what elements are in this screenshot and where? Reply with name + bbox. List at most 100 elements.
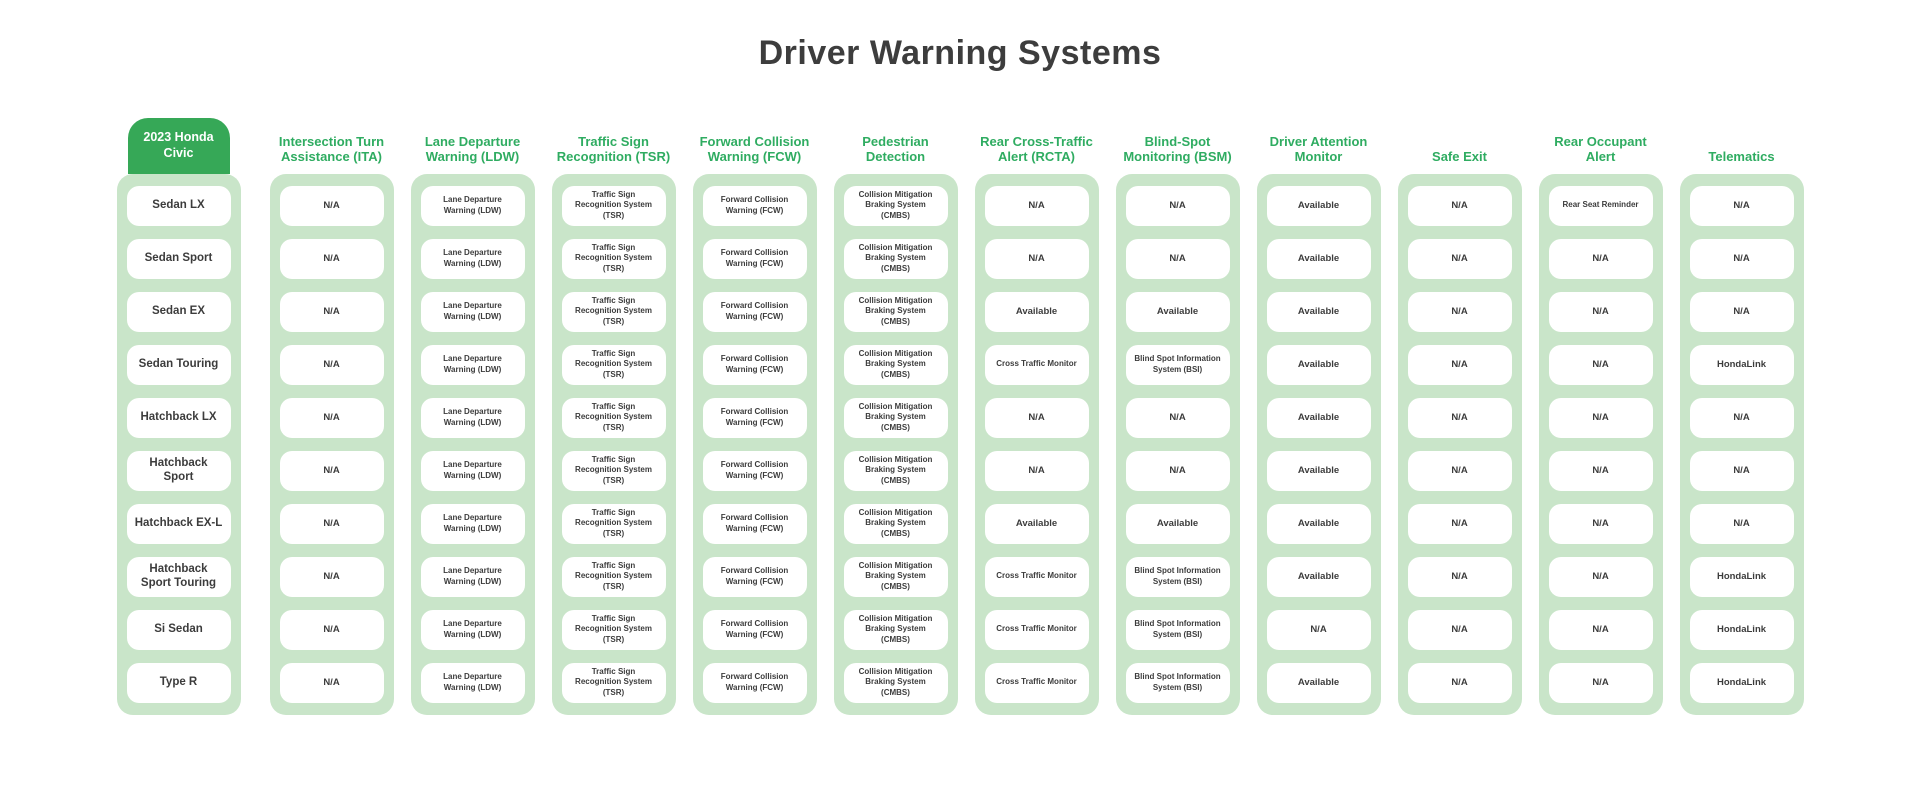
feature-cell-telematics-row-4: N/A [1689,397,1794,438]
feature-cell-traffic-sign-recognition-tsr-row-6: Traffic Sign Recognition System (TSR) [561,503,666,544]
feature-cell-traffic-sign-recognition-tsr-row-9: Traffic Sign Recognition System (TSR) [561,662,666,703]
column-header-driver-attention-monitor: Driver Attention Monitor [1269,134,1368,165]
feature-cell-rear-cross-traffic-alert-rcta-row-5: N/A [984,450,1089,491]
feature-cell-blind-spot-monitoring-bsm-row-3: Blind Spot Information System (BSI) [1125,344,1230,385]
feature-cell-telematics-row-9: HondaLink [1689,662,1794,703]
feature-cell-blind-spot-monitoring-bsm-row-7: Blind Spot Information System (BSI) [1125,556,1230,597]
feature-cell-driver-attention-monitor-row-2: Available [1266,291,1371,332]
trim-cell-hatchback-sport-touring: Hatchback Sport Touring [126,556,231,597]
feature-cell-rear-occupant-alert-row-7: N/A [1548,556,1653,597]
feature-cell-driver-attention-monitor-row-0: Available [1266,185,1371,226]
feature-cell-blind-spot-monitoring-bsm-row-8: Blind Spot Information System (BSI) [1125,609,1230,650]
trim-cell-sedan-sport: Sedan Sport [126,238,231,279]
column-header-traffic-sign-recognition-tsr: Traffic Sign Recognition (TSR) [556,134,671,165]
column-header-telematics: Telematics [1708,149,1775,165]
feature-cell-rear-cross-traffic-alert-rcta-row-3: Cross Traffic Monitor [984,344,1089,385]
feature-cell-pedestrian-detection-row-5: Collision Mitigation Braking System (CMB… [843,450,948,491]
trim-cell-si-sedan: Si Sedan [126,609,231,650]
feature-cell-rear-cross-traffic-alert-rcta-row-6: Available [984,503,1089,544]
feature-cell-intersection-turn-assistance-ita-row-7: N/A [279,556,384,597]
column-body-lane-departure-warning-ldw: Lane Departure Warning (LDW) Lane Departu… [410,173,535,715]
feature-column-rear-cross-traffic-alert-rcta: Rear Cross-Traffic Alert (RCTA) N/A N/A Ava… [974,96,1099,715]
feature-cell-rear-occupant-alert-row-9: N/A [1548,662,1653,703]
feature-cell-blind-spot-monitoring-bsm-row-6: Available [1125,503,1230,544]
feature-cell-rear-cross-traffic-alert-rcta-row-7: Cross Traffic Monitor [984,556,1089,597]
feature-cell-rear-cross-traffic-alert-rcta-row-0: N/A [984,185,1089,226]
feature-cell-driver-attention-monitor-row-7: Available [1266,556,1371,597]
column-header-forward-collision-warning-fcw: Forward Collision Warning (FCW) [699,134,810,165]
feature-cell-telematics-row-5: N/A [1689,450,1794,491]
feature-cell-traffic-sign-recognition-tsr-row-2: Traffic Sign Recognition System (TSR) [561,291,666,332]
feature-cell-forward-collision-warning-fcw-row-2: Forward Collision Warning (FCW) [702,291,807,332]
feature-cell-driver-attention-monitor-row-3: Available [1266,344,1371,385]
feature-cell-pedestrian-detection-row-3: Collision Mitigation Braking System (CMB… [843,344,948,385]
column-header-pedestrian-detection: Pedestrian Detection [862,134,929,165]
feature-cell-telematics-row-8: HondaLink [1689,609,1794,650]
feature-cell-lane-departure-warning-ldw-row-7: Lane Departure Warning (LDW) [420,556,525,597]
feature-cell-rear-occupant-alert-row-0: Rear Seat Reminder [1548,185,1653,226]
feature-cell-safe-exit-row-9: N/A [1407,662,1512,703]
feature-cell-telematics-row-1: N/A [1689,238,1794,279]
trim-cell-sedan-touring: Sedan Touring [126,344,231,385]
feature-cell-intersection-turn-assistance-ita-row-4: N/A [279,397,384,438]
feature-cell-rear-occupant-alert-row-4: N/A [1548,397,1653,438]
feature-cell-forward-collision-warning-fcw-row-6: Forward Collision Warning (FCW) [702,503,807,544]
feature-cell-safe-exit-row-2: N/A [1407,291,1512,332]
feature-cell-telematics-row-7: HondaLink [1689,556,1794,597]
column-header-intersection-turn-assistance-ita: Intersection Turn Assistance (ITA) [278,134,385,165]
feature-cell-pedestrian-detection-row-6: Collision Mitigation Braking System (CMB… [843,503,948,544]
feature-cell-lane-departure-warning-ldw-row-8: Lane Departure Warning (LDW) [420,609,525,650]
trim-cell-hatchback-lx: Hatchback LX [126,397,231,438]
feature-cell-forward-collision-warning-fcw-row-9: Forward Collision Warning (FCW) [702,662,807,703]
feature-cell-rear-occupant-alert-row-8: N/A [1548,609,1653,650]
feature-cell-safe-exit-row-7: N/A [1407,556,1512,597]
column-body-forward-collision-warning-fcw: Forward Collision Warning (FCW) Forward C… [692,173,817,715]
feature-cell-pedestrian-detection-row-9: Collision Mitigation Braking System (CMB… [843,662,948,703]
feature-cell-safe-exit-row-0: N/A [1407,185,1512,226]
feature-cell-lane-departure-warning-ldw-row-4: Lane Departure Warning (LDW) [420,397,525,438]
feature-cell-driver-attention-monitor-row-5: Available [1266,450,1371,491]
feature-cell-rear-occupant-alert-row-5: N/A [1548,450,1653,491]
feature-cell-pedestrian-detection-row-0: Collision Mitigation Braking System (CMB… [843,185,948,226]
column-body-traffic-sign-recognition-tsr: Traffic Sign Recognition System (TSR) Tra… [551,173,676,715]
feature-cell-driver-attention-monitor-row-9: Available [1266,662,1371,703]
feature-cell-rear-occupant-alert-row-2: N/A [1548,291,1653,332]
column-header-rear-cross-traffic-alert-rcta: Rear Cross-Traffic Alert (RCTA) [980,134,1093,165]
feature-cell-traffic-sign-recognition-tsr-row-4: Traffic Sign Recognition System (TSR) [561,397,666,438]
column-header-rear-occupant-alert: Rear Occupant Alert [1554,134,1647,165]
feature-cell-lane-departure-warning-ldw-row-6: Lane Departure Warning (LDW) [420,503,525,544]
column-body-pedestrian-detection: Collision Mitigation Braking System (CMB… [833,173,958,715]
feature-cell-forward-collision-warning-fcw-row-8: Forward Collision Warning (FCW) [702,609,807,650]
feature-cell-safe-exit-row-1: N/A [1407,238,1512,279]
trim-header-zone: 2023 Honda Civic [117,96,241,174]
feature-cell-safe-exit-row-3: N/A [1407,344,1512,385]
feature-cell-driver-attention-monitor-row-6: Available [1266,503,1371,544]
feature-cell-intersection-turn-assistance-ita-row-6: N/A [279,503,384,544]
feature-cell-pedestrian-detection-row-1: Collision Mitigation Braking System (CMB… [843,238,948,279]
feature-cell-telematics-row-2: N/A [1689,291,1794,332]
feature-cell-rear-occupant-alert-row-3: N/A [1548,344,1653,385]
feature-cell-forward-collision-warning-fcw-row-3: Forward Collision Warning (FCW) [702,344,807,385]
feature-cell-pedestrian-detection-row-2: Collision Mitigation Braking System (CMB… [843,291,948,332]
column-header-lane-departure-warning-ldw: Lane Departure Warning (LDW) [424,134,521,165]
feature-cell-intersection-turn-assistance-ita-row-9: N/A [279,662,384,703]
feature-cell-traffic-sign-recognition-tsr-row-1: Traffic Sign Recognition System (TSR) [561,238,666,279]
feature-cell-traffic-sign-recognition-tsr-row-3: Traffic Sign Recognition System (TSR) [561,344,666,385]
feature-cell-rear-cross-traffic-alert-rcta-row-1: N/A [984,238,1089,279]
feature-cell-traffic-sign-recognition-tsr-row-7: Traffic Sign Recognition System (TSR) [561,556,666,597]
feature-cell-rear-occupant-alert-row-6: N/A [1548,503,1653,544]
feature-cell-lane-departure-warning-ldw-row-1: Lane Departure Warning (LDW) [420,238,525,279]
feature-cell-rear-occupant-alert-row-1: N/A [1548,238,1653,279]
feature-cell-intersection-turn-assistance-ita-row-0: N/A [279,185,384,226]
feature-cell-pedestrian-detection-row-7: Collision Mitigation Braking System (CMB… [843,556,948,597]
